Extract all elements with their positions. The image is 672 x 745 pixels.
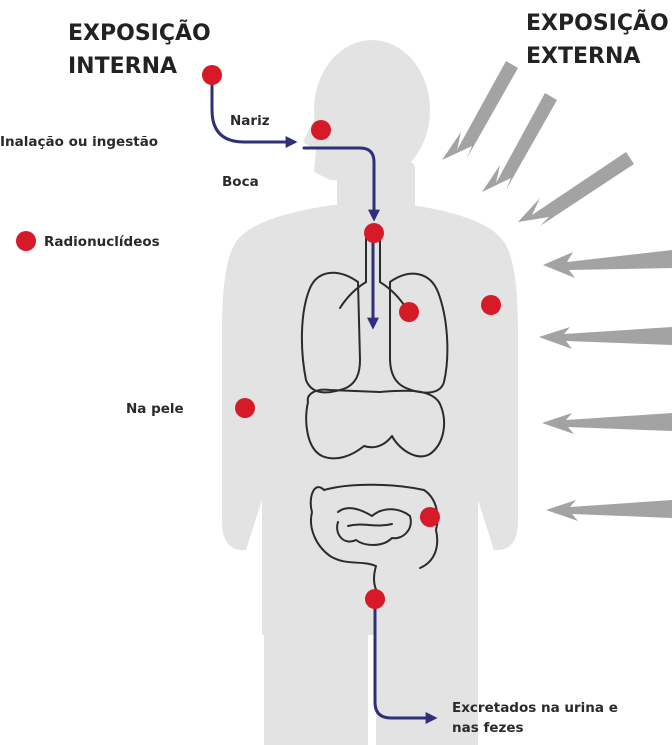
right-leg: [376, 620, 478, 745]
large-intestine: [309, 483, 439, 601]
mouth-label: Boca: [222, 174, 259, 190]
organs: [300, 237, 449, 601]
intake-arrow: [210, 76, 298, 148]
airway-arrow: [302, 146, 380, 222]
nose-label: Nariz: [230, 113, 270, 129]
skin-label: Na pele: [126, 401, 184, 417]
red-dot-icon: [420, 507, 440, 527]
external-radiation-arrows: [442, 61, 672, 521]
torso: [222, 205, 518, 635]
red-dot-icon: [311, 120, 331, 140]
small-intestine: [336, 507, 412, 546]
excretion-arrow: [373, 602, 438, 724]
right-lung: [389, 272, 449, 394]
left-lung: [300, 271, 361, 394]
gray-arrow-icon: [539, 327, 672, 349]
gray-arrow-icon: [546, 500, 672, 521]
excreted-label: Excretados na urina e nas fezes: [452, 700, 623, 736]
gray-arrow-icon: [482, 93, 557, 192]
legend-red-dot-icon: [16, 231, 36, 251]
intake-label: Inalação ou ingestão: [0, 134, 158, 150]
internal-pathway: [210, 76, 438, 724]
external-exposure-title: EXPOSIÇÃO EXTERNA: [526, 10, 672, 69]
left-leg: [264, 620, 368, 745]
gray-arrow-icon: [518, 152, 634, 226]
red-dot-icon: [235, 398, 255, 418]
gray-arrow-icon: [442, 61, 518, 160]
internal-exposure-title: EXPOSIÇÃO INTERNA: [68, 20, 218, 79]
gray-arrow-icon: [542, 413, 672, 434]
red-dot-icon: [481, 295, 501, 315]
red-dot-icon: [364, 223, 384, 243]
neck: [337, 162, 415, 218]
red-dot-icon: [399, 302, 419, 322]
liver-stomach: [305, 388, 446, 460]
gray-arrow-icon: [543, 250, 672, 278]
red-dot-icon: [202, 65, 222, 85]
trachea: [365, 237, 381, 283]
red-dot-icon: [365, 589, 385, 609]
legend-label: Radionuclídeos: [44, 234, 160, 250]
radionuclides: [16, 65, 501, 609]
